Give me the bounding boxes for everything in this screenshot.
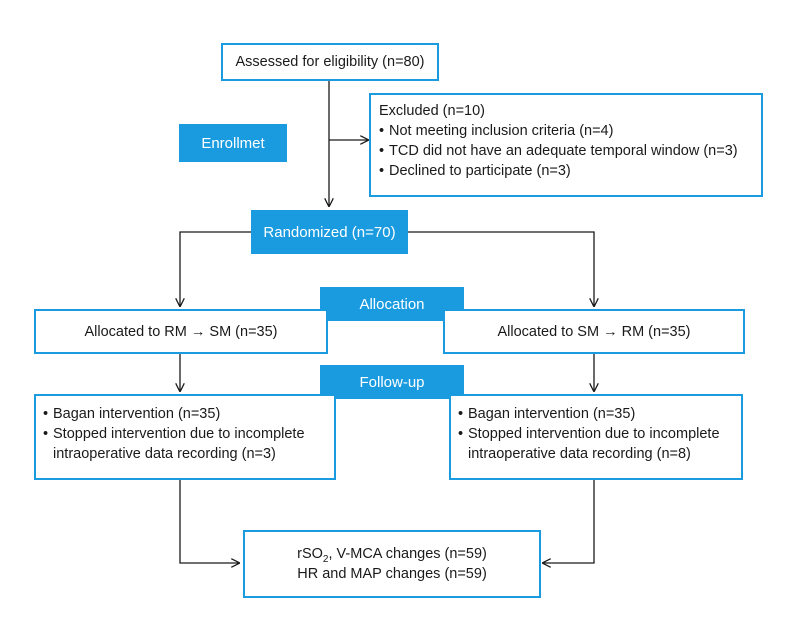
analysis-rso-text: rSO <box>297 546 323 562</box>
excluded-title: Excluded (n=10) <box>379 103 485 119</box>
followup-left-list: Bagan intervention (n=35) Stopped interv… <box>43 404 328 464</box>
arrow-right-followup-to-analysis <box>543 480 595 563</box>
arm-right-box: Allocated to SM → RM (n=35) <box>443 309 745 354</box>
followup-left-box: Bagan intervention (n=35) Stopped interv… <box>34 394 336 480</box>
enrollment-text: Enrollmet <box>201 134 265 152</box>
excluded-box: Excluded (n=10) Not meeting inclusion cr… <box>369 93 763 197</box>
analysis-line1-rest: , V-MCA changes (n=59) <box>328 546 487 562</box>
enrollment-label: Enrollmet <box>179 124 287 162</box>
followup-item: Stopped intervention due to incomplete i… <box>43 424 328 464</box>
analysis-rso-subscript: 2 <box>322 553 329 565</box>
excluded-item: TCD did not have an adequate temporal wi… <box>379 141 751 161</box>
analysis-box: rSO2, V-MCA changes (n=59) HR and MAP ch… <box>243 530 541 598</box>
arm-left-text: Allocated to RM → SM (n=35) <box>84 323 278 340</box>
assessed-box: Assessed for eligibility (n=80) <box>221 43 439 81</box>
followup-text: Follow-up <box>359 373 425 391</box>
followup-label: Follow-up <box>320 365 464 399</box>
arrow-left-followup-to-analysis <box>179 480 239 563</box>
arrow-randomized-to-left-arm <box>180 231 251 306</box>
followup-right-box: Bagan intervention (n=35) Stopped interv… <box>449 394 743 480</box>
followup-item: Bagan intervention (n=35) <box>458 404 735 424</box>
analysis-line-1: rSO2, V-MCA changes (n=59) <box>297 544 487 564</box>
followup-item: Stopped intervention due to incomplete i… <box>458 424 735 464</box>
randomized-label: Randomized (n=70) <box>251 210 408 254</box>
arm-left-box: Allocated to RM → SM (n=35) <box>34 309 328 354</box>
arrow-randomized-to-right-arm <box>408 231 594 306</box>
excluded-item: Declined to participate (n=3) <box>379 161 751 181</box>
allocation-label: Allocation <box>320 287 464 321</box>
allocation-text: Allocation <box>359 295 425 313</box>
excluded-item: Not meeting inclusion criteria (n=4) <box>379 121 751 141</box>
analysis-line-2: HR and MAP changes (n=59) <box>297 566 487 582</box>
followup-right-list: Bagan intervention (n=35) Stopped interv… <box>458 404 735 464</box>
followup-item: Bagan intervention (n=35) <box>43 404 328 424</box>
excluded-list: Not meeting inclusion criteria (n=4) TCD… <box>379 121 751 181</box>
randomized-text: Randomized (n=70) <box>263 223 396 241</box>
arm-right-text: Allocated to SM → RM (n=35) <box>497 323 691 340</box>
assessed-text: Assessed for eligibility (n=80) <box>235 54 425 70</box>
